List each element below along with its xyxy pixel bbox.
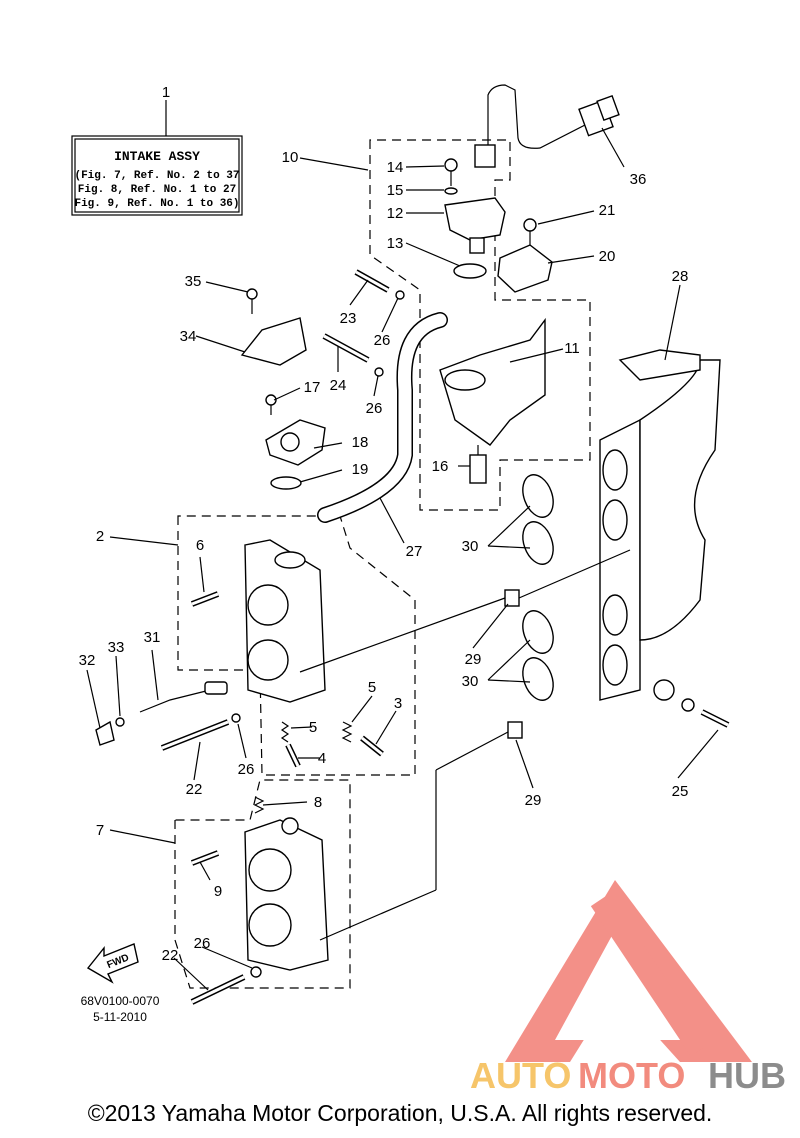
watermark-logo xyxy=(505,880,752,1062)
bolt-23 xyxy=(354,269,405,300)
throttle-body-7 xyxy=(244,817,329,971)
part-label: 16 xyxy=(432,458,449,475)
part-label: 14 xyxy=(387,159,404,176)
leader-lines xyxy=(86,100,719,991)
throttle-link-31 xyxy=(95,681,228,746)
part-label: 5 xyxy=(309,719,317,736)
part-label: 26 xyxy=(194,935,211,952)
part-label: 3 xyxy=(394,695,402,712)
part-label: 29 xyxy=(465,651,482,668)
part-label: 28 xyxy=(672,268,689,285)
throttle-body-2 xyxy=(244,539,326,703)
part-label: 12 xyxy=(387,205,404,222)
group-box-2 xyxy=(177,515,416,776)
intake-manifold-28 xyxy=(599,349,721,701)
part-label: 32 xyxy=(79,652,96,669)
part-label: 36 xyxy=(630,171,647,188)
part-label: 15 xyxy=(387,182,404,199)
group-box-7 xyxy=(174,779,351,989)
part-label: 26 xyxy=(238,761,255,778)
group-box-10 xyxy=(369,139,591,511)
part-label: 5 xyxy=(368,679,376,696)
part-label: 18 xyxy=(352,434,369,451)
harness-connector xyxy=(474,84,620,168)
tps-sensor xyxy=(444,158,506,279)
bolt-24 xyxy=(322,333,384,377)
drawing-date: 5-11-2010 xyxy=(93,1010,147,1024)
part-label: 22 xyxy=(186,781,203,798)
fwd-arrow-icon: FWD xyxy=(86,943,139,984)
info-box-line: Fig. 8, Ref. No. 1 to 27 xyxy=(78,184,236,196)
part-label: 33 xyxy=(108,639,125,656)
part-label: 34 xyxy=(180,328,197,345)
map-sensor xyxy=(497,218,553,293)
copyright-notice: ©2013 Yamaha Motor Corporation, U.S.A. A… xyxy=(87,1100,713,1126)
part-label: 26 xyxy=(374,332,391,349)
part-label: 17 xyxy=(304,379,321,396)
part-label: 1 xyxy=(162,84,170,101)
part-label: 8 xyxy=(314,794,322,811)
part-label: 29 xyxy=(525,792,542,809)
bolts-lower xyxy=(160,591,384,1005)
svg-text:AUTO: AUTO xyxy=(470,1055,571,1096)
part-label: 4 xyxy=(318,750,326,767)
part-label: 10 xyxy=(282,149,299,166)
part-label: 31 xyxy=(144,629,161,646)
sensor-18 xyxy=(265,394,326,490)
watermark-brand: AUTO MOTO HUB xyxy=(470,1055,786,1096)
collars-29 xyxy=(299,549,631,941)
part-label: 13 xyxy=(387,235,404,252)
info-box-title: INTAKE ASSY xyxy=(114,149,200,164)
bolt-25 xyxy=(653,679,730,728)
o-rings-30 xyxy=(522,474,554,701)
part-label: 7 xyxy=(96,822,104,839)
part-label: 9 xyxy=(214,883,222,900)
part-label: 19 xyxy=(352,461,369,478)
part-label: 6 xyxy=(196,537,204,554)
vapor-separator-valve xyxy=(439,317,546,484)
intake-assy-info-box: INTAKE ASSY (Fig. 7, Ref. No. 2 to 37 Fi… xyxy=(71,135,243,216)
part-label: 27 xyxy=(406,543,423,560)
part-label: 2 xyxy=(96,528,104,545)
part-label: 26 xyxy=(366,400,383,417)
part-label: 20 xyxy=(599,248,616,265)
part-label: 24 xyxy=(330,377,347,394)
part-label: 25 xyxy=(672,783,689,800)
part-labels: 1 2 3 4 5 5 6 7 8 9 10 11 12 13 14 15 16… xyxy=(79,84,689,964)
part-label: 30 xyxy=(462,673,479,690)
part-label: 21 xyxy=(599,202,616,219)
svg-text:MOTO: MOTO xyxy=(578,1055,685,1096)
part-label: 11 xyxy=(564,340,580,357)
part-label: 30 xyxy=(462,538,479,555)
info-box-line: (Fig. 7, Ref. No. 2 to 37 xyxy=(74,170,239,182)
part-label: 22 xyxy=(162,947,179,964)
info-box-line: Fig. 9, Ref. No. 1 to 36) xyxy=(74,198,239,210)
part-label: 23 xyxy=(340,310,357,327)
svg-text:HUB: HUB xyxy=(708,1055,786,1096)
hose-27 xyxy=(317,312,448,523)
bracket-34 xyxy=(240,288,307,366)
part-label: 35 xyxy=(185,273,202,290)
drawing-code: 68V0100-0070 xyxy=(81,994,160,1008)
